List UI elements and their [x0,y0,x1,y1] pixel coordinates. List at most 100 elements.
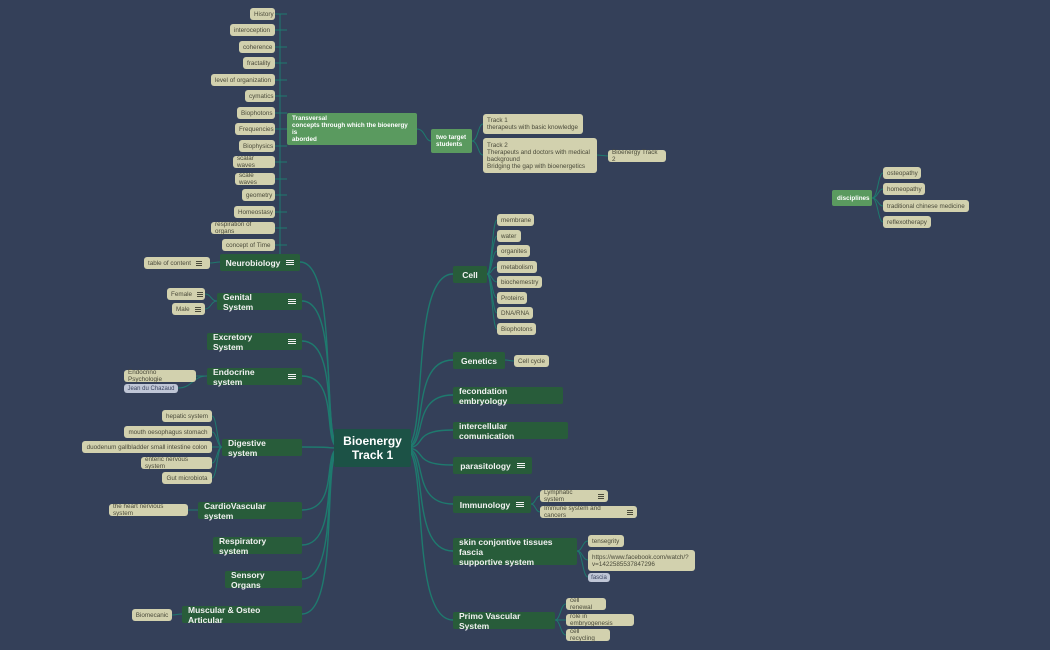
branch-intercellular-comunication[interactable]: intercellular comunication [453,420,568,441]
branch-label: Primo Vascular System [459,610,521,631]
branch-parasitology[interactable]: parasitology [453,457,532,474]
leaf-male[interactable]: Male [172,303,205,315]
leaf-level-of-organization[interactable]: level of organization [211,74,275,86]
leaf-reflexotherapy[interactable]: reflexotherapy [883,216,931,228]
note-icon[interactable] [196,260,203,266]
note-icon[interactable] [627,509,633,515]
leaf-homeopathy[interactable]: homeopathy [883,183,925,195]
leaf-proteins[interactable]: Proteins [497,292,527,304]
branch-sensory-organs[interactable]: Sensory Organs [225,570,302,590]
branch-immunology[interactable]: Immunology [453,496,531,513]
leaf-hepatic-system[interactable]: hepatic system [162,410,212,422]
leaf-biophotons[interactable]: Biophotons [497,323,536,335]
note-icon[interactable] [516,502,525,507]
leaf-role-in-embryogenesis[interactable]: role in embryogenesis [566,613,634,627]
branch-skin-conjontive-tissues[interactable]: skin conjontive tissues fascia supportiv… [453,537,577,567]
leaf-duodenum-gallbladder[interactable]: duodenum gallbladder small intestine col… [82,441,212,453]
leaf-concept-of-time[interactable]: concept of Time [222,239,275,251]
leaf-coherence[interactable]: coherence [239,41,275,53]
transversal-concepts-node[interactable]: Transversal concepts through which the b… [287,113,417,145]
leaf-interoception[interactable]: interoception [230,24,275,36]
leaf-label: scale waves [239,172,257,186]
leaf-cymatics[interactable]: cymatics [245,90,275,102]
branch-connector [404,447,454,552]
leaf-label: scalar waves [237,155,255,169]
leaf-respiration-of-organs[interactable]: respiration of organs [211,221,275,235]
leaf-traditional-chinese-medicine[interactable]: traditional chinese medicine [883,200,969,212]
branch-connector [404,359,454,449]
leaf-history[interactable]: History [250,8,275,20]
leaf-biophotons-transversal[interactable]: Biophotons [237,107,275,119]
leaf-label: tensegrity [592,537,620,545]
leaf-label: Male [176,305,190,313]
branch-respiratory-system[interactable]: Respiratory system [213,535,302,556]
leaf-metabolism[interactable]: metabolism [497,261,537,273]
leaf-tensegrity[interactable]: tensegrity [588,535,624,547]
note-icon[interactable] [288,339,296,344]
branch-label: Muscular & Osteo Articular [188,604,261,625]
branch-digestive-system[interactable]: Digestive system [222,438,302,458]
branch-primo-vascular-system[interactable]: Primo Vascular System [453,610,555,631]
disciplines-node[interactable]: disciplines [832,190,872,206]
branch-genital-system[interactable]: Genital System [217,292,302,312]
leaf-enteric-nervous-system[interactable]: enteric nervous system [141,456,212,470]
leaf-label: History [254,10,274,18]
two-target-students-node[interactable]: two target students [431,129,472,153]
note-icon[interactable] [598,493,604,499]
branch-neurobiology[interactable]: Neurobiology [220,254,300,271]
leaf-heart-nervious-system[interactable]: the heart nervious system [109,503,188,517]
branch-genetics[interactable]: Genetics [453,352,505,369]
branch-endocrine-system[interactable]: Endocrine system [207,367,302,387]
tag-jean-du-chazaud[interactable]: Jean du Chazaud [124,384,178,393]
leaf-osteopathy[interactable]: osteopathy [883,167,921,179]
leaf-scalar-waves[interactable]: scalar waves [233,155,275,169]
leaf-track-2[interactable]: Track 2 Therapeuts and doctors with medi… [483,138,597,173]
leaf-homeostasy[interactable]: Homeostasy [234,206,275,218]
branch-cell[interactable]: Cell [453,266,487,283]
leaf-cell-renewal[interactable]: cell renewal [566,597,606,611]
leaf-lymphatic-system[interactable]: Lymphatic system [540,489,608,503]
leaf-table-of-content[interactable]: table of content [144,257,210,269]
leaf-label: level of organization [215,76,272,84]
leaf-fractality[interactable]: fractality [243,57,275,69]
branch-cardiovascular-system[interactable]: CardioVascular system [198,501,302,521]
branch-connector [404,394,454,449]
leaf-membrane[interactable]: membrane [497,214,534,226]
leaf-facebook-link[interactable]: https://www.facebook.com/watch/? v=14225… [588,550,695,571]
note-icon[interactable] [286,260,295,265]
leaf-label: enteric nervous system [145,456,189,470]
note-icon[interactable] [288,374,296,379]
leaf-connector [416,128,432,142]
branch-fecondation-embryology[interactable]: fecondation embryology [453,386,563,406]
leaf-endocrino-psychologie[interactable]: Endocrino Psychologie [124,369,196,383]
leaf-frequencies[interactable]: Frequencies [235,123,275,135]
leaf-biophysics[interactable]: Biophysics [239,140,275,152]
leaf-bioenergy-track-2[interactable]: Bioenergy Track 2 [608,149,666,163]
root-node[interactable]: Bioenergy Track 1 [334,429,411,467]
leaf-mouth-oesophagus-stomach[interactable]: mouth oesophagus stomach [124,426,212,438]
note-icon[interactable] [197,291,203,297]
leaf-cell-recycling[interactable]: cell recycling [566,628,610,642]
leaf-track-1[interactable]: Track 1 therapeuts with basic knowledge [483,114,583,134]
leaf-biomecanic[interactable]: Biomecanic [132,609,172,621]
leaf-female[interactable]: Female [167,288,205,300]
leaf-organites[interactable]: organites [497,245,530,257]
leaf-label: Endocrino Psychologie [128,369,162,383]
leaf-dna-rna[interactable]: DNA/RNA [497,307,533,319]
leaf-geometry[interactable]: geometry [242,189,275,201]
branch-excretory-system[interactable]: Excretory System [207,332,302,352]
leaf-scale-waves[interactable]: scale waves [235,172,275,186]
leaf-water[interactable]: water [497,230,521,242]
leaf-gut-microbiota[interactable]: Gut microbiota [162,472,212,484]
leaf-cell-cycle[interactable]: Cell cycle [514,355,549,367]
leaf-biochemestry[interactable]: biochemestry [497,276,542,288]
branch-label: Respiratory system [219,535,267,556]
note-icon[interactable] [516,463,525,468]
leaf-immune-system-cancers[interactable]: Immune system and cancers [540,505,637,519]
leaf-label: duodenum gallbladder small intestine col… [86,443,208,451]
branch-muscular-osteo-articular[interactable]: Muscular & Osteo Articular [182,604,302,625]
note-icon[interactable] [194,306,201,312]
tag-fascia[interactable]: fascia [588,573,610,582]
note-icon[interactable] [288,299,296,304]
branch-label: intercellular comunication [459,420,515,441]
